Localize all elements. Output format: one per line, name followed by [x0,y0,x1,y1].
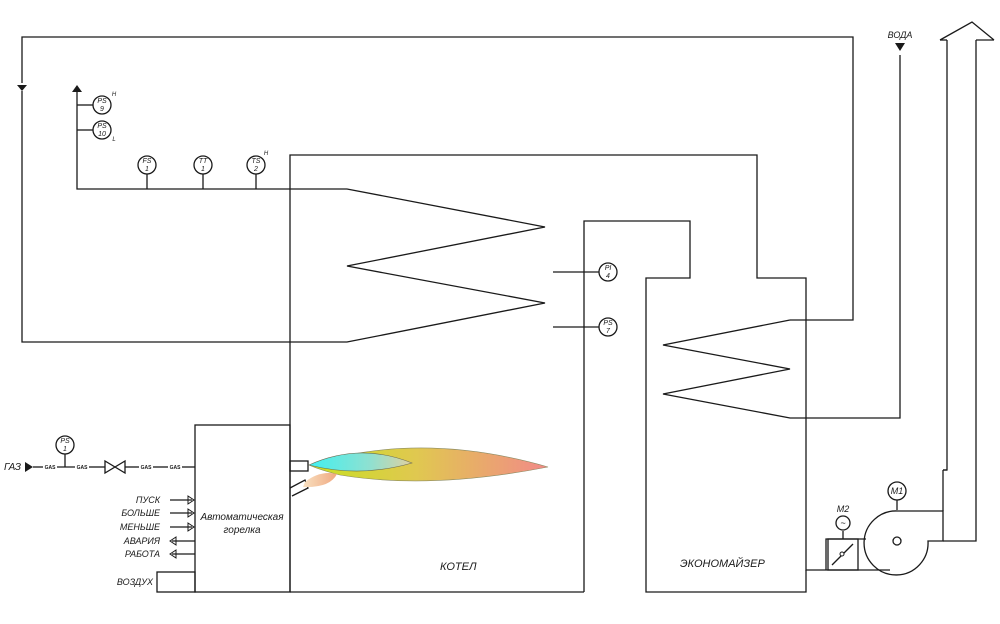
svg-text:1: 1 [63,446,67,453]
svg-text:РАБОТА: РАБОТА [125,549,160,559]
instrument-ps10[interactable]: PS 10 L [92,120,116,143]
inner-flame [308,452,413,472]
fan-hub-icon [892,536,902,546]
pilot-flame [303,473,337,488]
gas-tag-1: GAS [45,465,57,471]
main-nozzle [289,460,309,472]
air-label: ВОЗДУХ [117,577,154,587]
water-inlet-arrow-icon [895,43,905,51]
return-pipe [21,36,854,321]
instrument-tt1[interactable]: TT 1 [193,155,213,175]
svg-text:10: 10 [98,131,106,138]
m2-motor-icon [835,515,851,531]
svg-text:АВАРИЯ: АВАРИЯ [123,536,161,546]
m1-motor-icon [887,481,907,501]
chimney-cap [939,21,995,41]
boiler-body [289,154,826,592]
svg-text:БОЛЬШЕ: БОЛЬШЕ [121,508,161,518]
svg-text:H: H [112,92,117,98]
m2-tilde: ~ [840,518,845,528]
economizer-label: ЭКОНОМАЙЗЕР [680,557,766,570]
svg-text:4: 4 [606,273,610,280]
economizer-coil [662,55,901,419]
instrument-ps1[interactable]: PS 1 [55,435,75,455]
svg-text:TT: TT [199,158,208,165]
burner-box[interactable] [194,424,291,593]
svg-text:1: 1 [145,166,149,173]
fan-housing [863,510,944,576]
boiler-label: КОТЕЛ [440,561,477,573]
svg-text:TS: TS [252,158,261,165]
svg-text:H: H [264,151,269,157]
gas-label: ГАЗ [4,462,21,473]
damper-pivot [839,551,845,557]
svg-text:PS: PS [60,438,70,445]
svg-text:7: 7 [606,328,611,335]
boiler-right-wall [583,220,807,593]
m1-label: M1 [891,486,904,496]
gas-tag-3: GAS [141,465,153,471]
gas-tag-4: GAS [170,465,182,471]
svg-text:1: 1 [201,166,205,173]
svg-text:L: L [112,137,115,143]
signal-alarm: АВАРИЯ [123,536,195,546]
m2-label: M2 [837,504,850,514]
svg-text:PS: PS [97,123,107,130]
instrument-pi4[interactable]: PI 4 [598,262,618,282]
svg-text:PI: PI [605,265,612,272]
signal-less: МЕНЬШЕ [120,522,195,532]
burner-label-1: Автоматическая [199,512,284,523]
return-pipe-lower [21,90,546,343]
gas-tag-2: GAS [77,465,89,471]
svg-text:PS: PS [603,320,613,327]
svg-text:9: 9 [100,106,104,113]
signal-running: РАБОТА [125,549,195,559]
signal-more: БОЛЬШЕ [121,508,195,518]
burner-label-2: горелка [223,525,261,536]
chimney [943,40,977,542]
gas-valve-icon[interactable] [104,459,126,475]
svg-text:ПУСК: ПУСК [136,495,161,505]
air-inlet [156,571,196,593]
instrument-ts2[interactable]: TS 2 H [246,151,269,175]
signal-start: ПУСК [136,495,195,505]
instrument-ps7[interactable]: PS 7 [598,317,618,337]
svg-text:2: 2 [253,166,258,173]
gas-inlet-arrow-icon [25,462,33,472]
return-arrow-icon [17,85,27,91]
instrument-fs1[interactable]: FS 1 [137,155,157,175]
svg-text:PS: PS [97,98,107,105]
svg-text:МЕНЬШЕ: МЕНЬШЕ [120,522,161,532]
svg-text:FS: FS [143,158,152,165]
water-label: ВОДА [888,30,913,40]
instrument-ps9[interactable]: PS 9 H [92,92,117,115]
supply-arrow-icon [72,85,82,92]
